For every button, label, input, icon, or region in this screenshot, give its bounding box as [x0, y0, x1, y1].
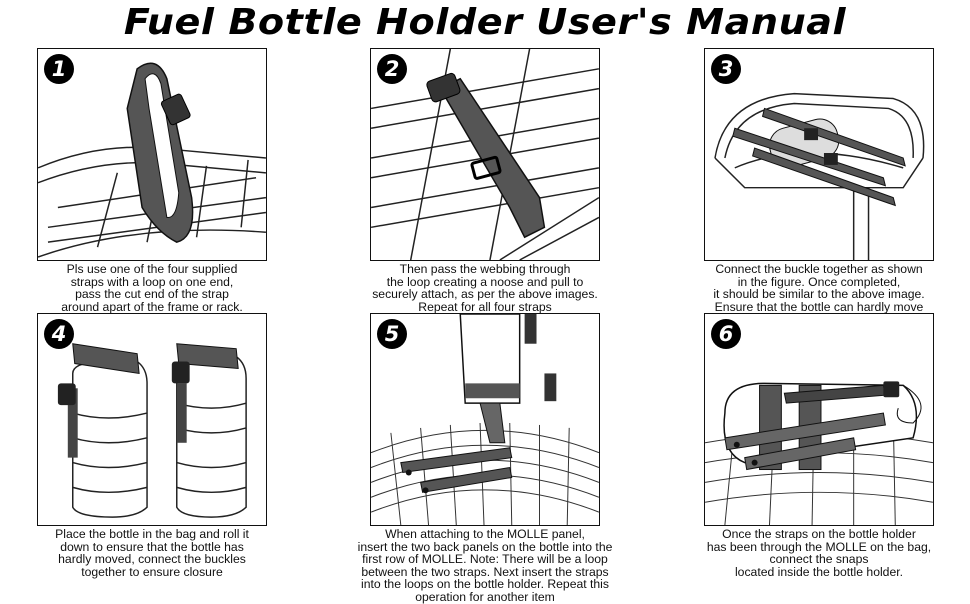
- manual-title: Fuel Bottle Holder User's Manual: [123, 2, 847, 43]
- step-2-badge: 2: [377, 54, 407, 84]
- rolled-bag-drawing: [57, 343, 247, 518]
- step-4-illustration: 4: [37, 313, 267, 526]
- step-4-badge: 4: [44, 319, 74, 349]
- buckled-bottle-drawing: [714, 92, 925, 260]
- step-3-illustration: 3: [704, 48, 934, 261]
- step-1-caption: Pls use one of the four supplied straps …: [61, 262, 243, 314]
- step-3-badge: 3: [711, 54, 741, 84]
- step-2-illustration: 2: [370, 48, 600, 261]
- step-5-caption: When attaching to the MOLLE panel, inser…: [357, 527, 613, 604]
- snaps-on-bag-drawing: [705, 381, 933, 525]
- step-5-illustration: 5: [370, 313, 600, 526]
- strap-on-rack-drawing: [38, 62, 266, 258]
- step-1-badge: 1: [44, 54, 74, 84]
- step-3-caption: Connect the buckle together as shown in …: [713, 262, 925, 314]
- step-5-badge: 5: [377, 319, 407, 349]
- step-1-illustration: 1: [37, 48, 267, 261]
- webbing-noose-drawing: [371, 49, 599, 260]
- molle-panel-drawing: [371, 314, 599, 525]
- step-6-caption: Once the straps on the bottle holder has…: [706, 527, 932, 579]
- step-6-badge: 6: [711, 319, 741, 349]
- step-6-illustration: 6: [704, 313, 934, 526]
- step-4-caption: Place the bottle in the bag and roll it …: [55, 527, 249, 579]
- step-2-caption: Then pass the webbing through the loop c…: [372, 262, 598, 314]
